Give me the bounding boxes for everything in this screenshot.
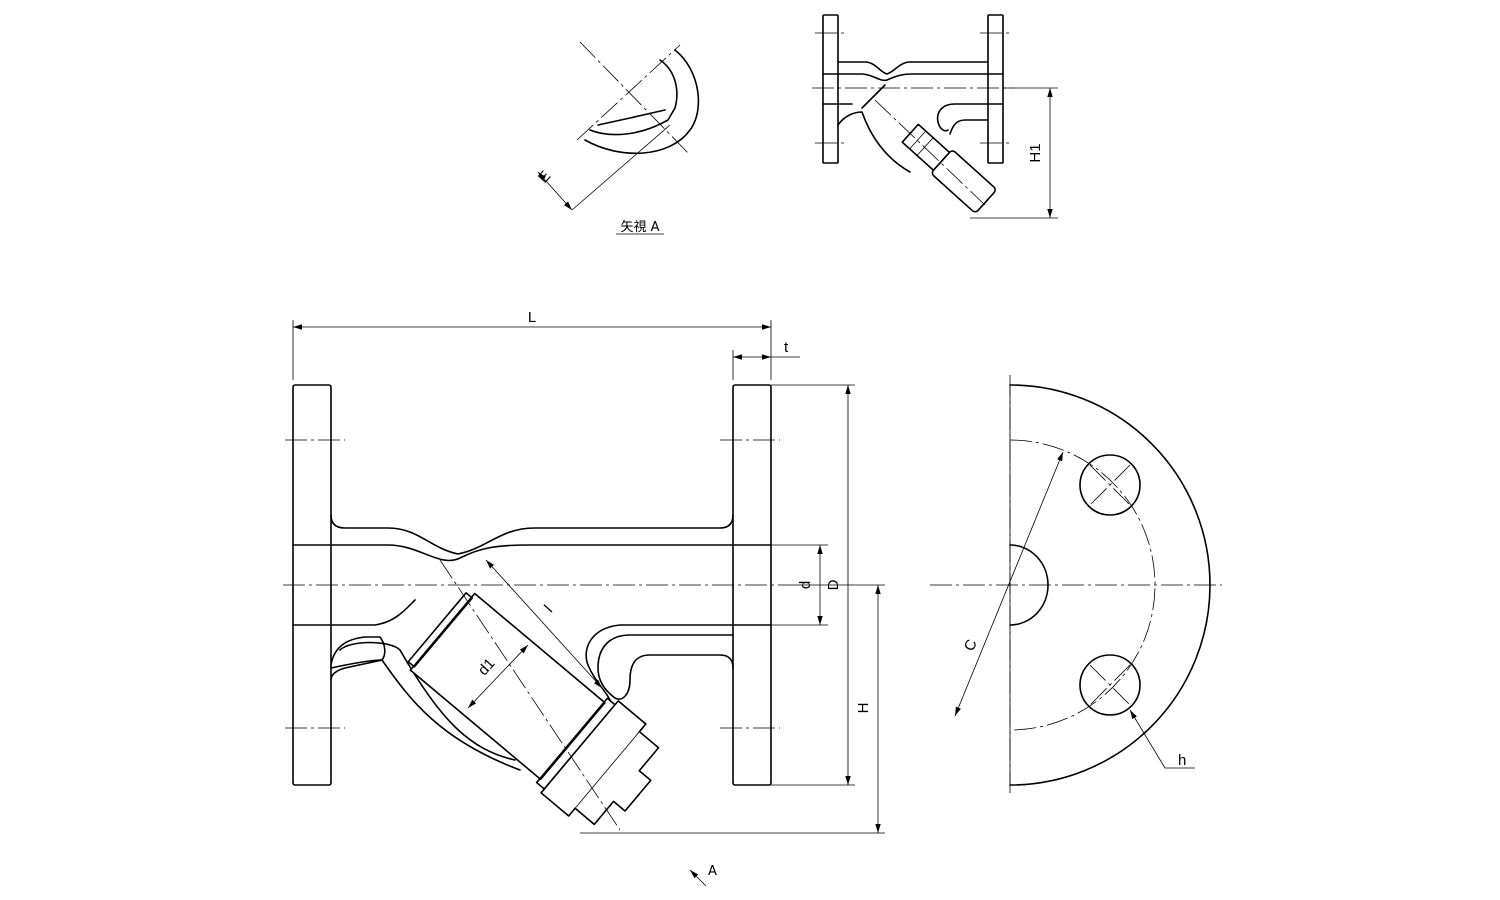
- small-screen: [901, 123, 996, 213]
- view-a-screen-edge: [597, 109, 666, 126]
- screen-axis: [439, 559, 621, 831]
- bore-top: [292, 544, 772, 562]
- label-t: t: [784, 339, 789, 356]
- bolt-top-cl-2: [1089, 464, 1131, 506]
- label-C: C: [961, 637, 981, 654]
- small-bowl: [837, 111, 911, 173]
- label-L: L: [528, 309, 536, 326]
- label-h: h: [1178, 752, 1186, 769]
- body-lower-left-inner: [330, 636, 386, 681]
- dim-E-ext: [571, 124, 671, 211]
- bolt-hole-top: [1079, 454, 1141, 516]
- bowl-outer: [330, 659, 521, 771]
- bolt-hole-bottom: [1079, 654, 1141, 716]
- small-left-flange: [822, 14, 839, 164]
- front-dimensions: L t D d H l d1 A: [292, 309, 885, 887]
- body-top-outer: [330, 514, 734, 555]
- view-a-cl-2: [576, 44, 681, 141]
- body-lower-right: [597, 634, 734, 700]
- view-a-inner-arc: [589, 59, 678, 136]
- pitch-circle: [1009, 439, 1156, 731]
- small-front-view: H1: [812, 14, 1058, 219]
- dim-C-line: [954, 451, 1064, 717]
- small-bore-top: [822, 73, 1004, 82]
- view-a-caption: 矢視 A: [620, 220, 659, 235]
- small-body-top: [837, 61, 989, 75]
- small-bore-bottom-r: [936, 103, 1004, 132]
- label-H1: H1: [1027, 143, 1044, 162]
- front-view: [283, 384, 800, 831]
- dim-h-leader: [1129, 709, 1195, 769]
- screen-rim-top: [407, 592, 474, 668]
- label-H: H: [855, 703, 872, 714]
- view-a-outer-arc: [584, 49, 700, 155]
- bore-bottom-right: [585, 624, 772, 701]
- small-lower-right: [949, 119, 989, 135]
- small-screen-axis: [874, 99, 986, 206]
- small-right-flange: [987, 14, 1004, 164]
- side-view: C h: [930, 375, 1222, 795]
- view-a-cl-1: [579, 41, 691, 156]
- view-arrow-a: [689, 869, 707, 887]
- small-screen-seat: [861, 84, 886, 109]
- view-a: E 矢視 A: [535, 41, 700, 235]
- dim-l-line: [485, 559, 603, 689]
- small-screen-rib: [909, 130, 927, 150]
- bolt-bottom-cl-2: [1089, 664, 1131, 706]
- small-screen-cap: [931, 150, 996, 213]
- bore-bottom: [292, 599, 416, 626]
- small-screen-rib-2: [916, 137, 934, 156]
- cap-edge: [574, 731, 640, 809]
- label-arrow-a: A: [708, 864, 717, 879]
- dim-d1-line: [467, 644, 529, 709]
- label-E: E: [535, 168, 554, 187]
- dim-E-line: [537, 171, 573, 211]
- label-l: l: [541, 602, 556, 616]
